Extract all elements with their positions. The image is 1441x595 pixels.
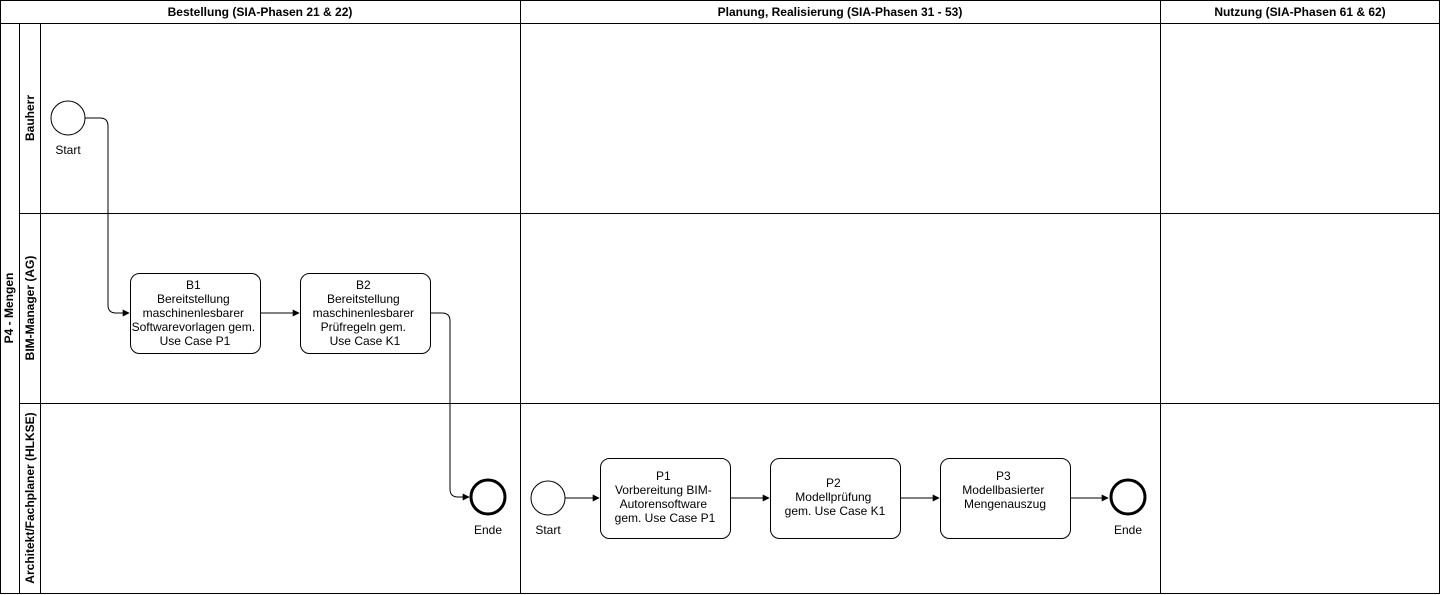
task-b2[interactable]: B2 Bereitstellung maschinenlesbarer Prüf…	[300, 273, 431, 354]
task-label: B1 Bereitstellung maschinenlesbarer Soft…	[132, 278, 259, 348]
lane-label-bauherr: Bauherr	[23, 95, 37, 141]
flow-start-to-b1	[85, 117, 130, 317]
phase-header-nutzung: Nutzung (SIA-Phasen 61 & 62)	[1214, 5, 1385, 19]
start-event-circle	[50, 100, 86, 136]
end-event-circle	[469, 478, 507, 516]
task-b1[interactable]: B1 Bereitstellung maschinenlesbarer Soft…	[130, 273, 261, 354]
end-event-circle	[1109, 478, 1147, 516]
lane-label-architekt: Architekt/Fachplaner (HLKSE)	[23, 412, 37, 583]
lane-label-bim-manager: BIM-Manager (AG)	[23, 256, 37, 361]
task-box	[130, 273, 261, 354]
task-box	[940, 458, 1071, 539]
task-p2[interactable]: P2 Modellprüfung gem. Use Case K1	[770, 458, 901, 539]
task-box	[600, 458, 731, 539]
end-event-label: Ende	[1114, 523, 1142, 537]
task-label: P3 Modellbasierter Mengenauszug	[962, 469, 1047, 511]
task-label: P1 Vorbereitung BIM- Autorensoftware gem…	[615, 469, 716, 525]
flow-b2-to-end	[431, 312, 470, 501]
start-event-circle	[530, 480, 566, 516]
task-p1[interactable]: P1 Vorbereitung BIM- Autorensoftware gem…	[600, 458, 731, 539]
pool-title: P4 - Mengen	[2, 273, 16, 344]
phase-header-bestellung: Bestellung (SIA-Phasen 21 & 22)	[168, 5, 353, 19]
task-label: B2 Bereitstellung maschinenlesbarer Prüf…	[313, 278, 418, 348]
start-event-label: Start	[535, 523, 561, 537]
task-box	[300, 273, 431, 354]
task-box	[770, 458, 901, 539]
end-event-lane3-b[interactable]: Ende	[1109, 478, 1147, 537]
start-event-lane3[interactable]: Start	[530, 480, 566, 537]
start-event-bauherr[interactable]: Start	[50, 100, 86, 157]
start-event-label: Start	[55, 143, 81, 157]
end-event-lane3-a[interactable]: Ende	[469, 478, 507, 537]
phase-header-planung: Planung, Realisierung (SIA-Phasen 31 - 5…	[718, 5, 963, 19]
task-p3[interactable]: P3 Modellbasierter Mengenauszug	[940, 458, 1071, 539]
task-label: P2 Modellprüfung gem. Use Case K1	[785, 476, 886, 518]
end-event-label: Ende	[474, 523, 502, 537]
